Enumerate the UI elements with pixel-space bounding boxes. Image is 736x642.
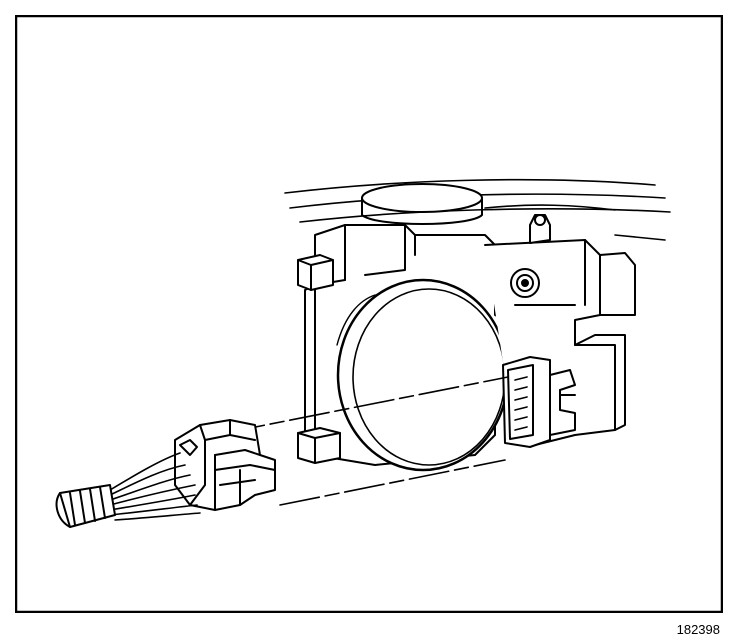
mounting-boss-top-left (297, 254, 334, 291)
figure-border (15, 15, 723, 613)
mounting-boss-bottom-left (297, 427, 341, 464)
alignment-lines (224, 376, 509, 506)
engine-background-lines (284, 178, 671, 241)
illustration-frame (15, 15, 723, 613)
figure-number: 182398 (676, 622, 720, 637)
wire-bundle (109, 452, 201, 521)
sensor-bolt (510, 214, 551, 298)
throttle-bore (336, 278, 510, 472)
harness-conduit (55, 484, 116, 528)
air-inlet-cap (361, 183, 483, 225)
sensor-connector (502, 356, 576, 448)
